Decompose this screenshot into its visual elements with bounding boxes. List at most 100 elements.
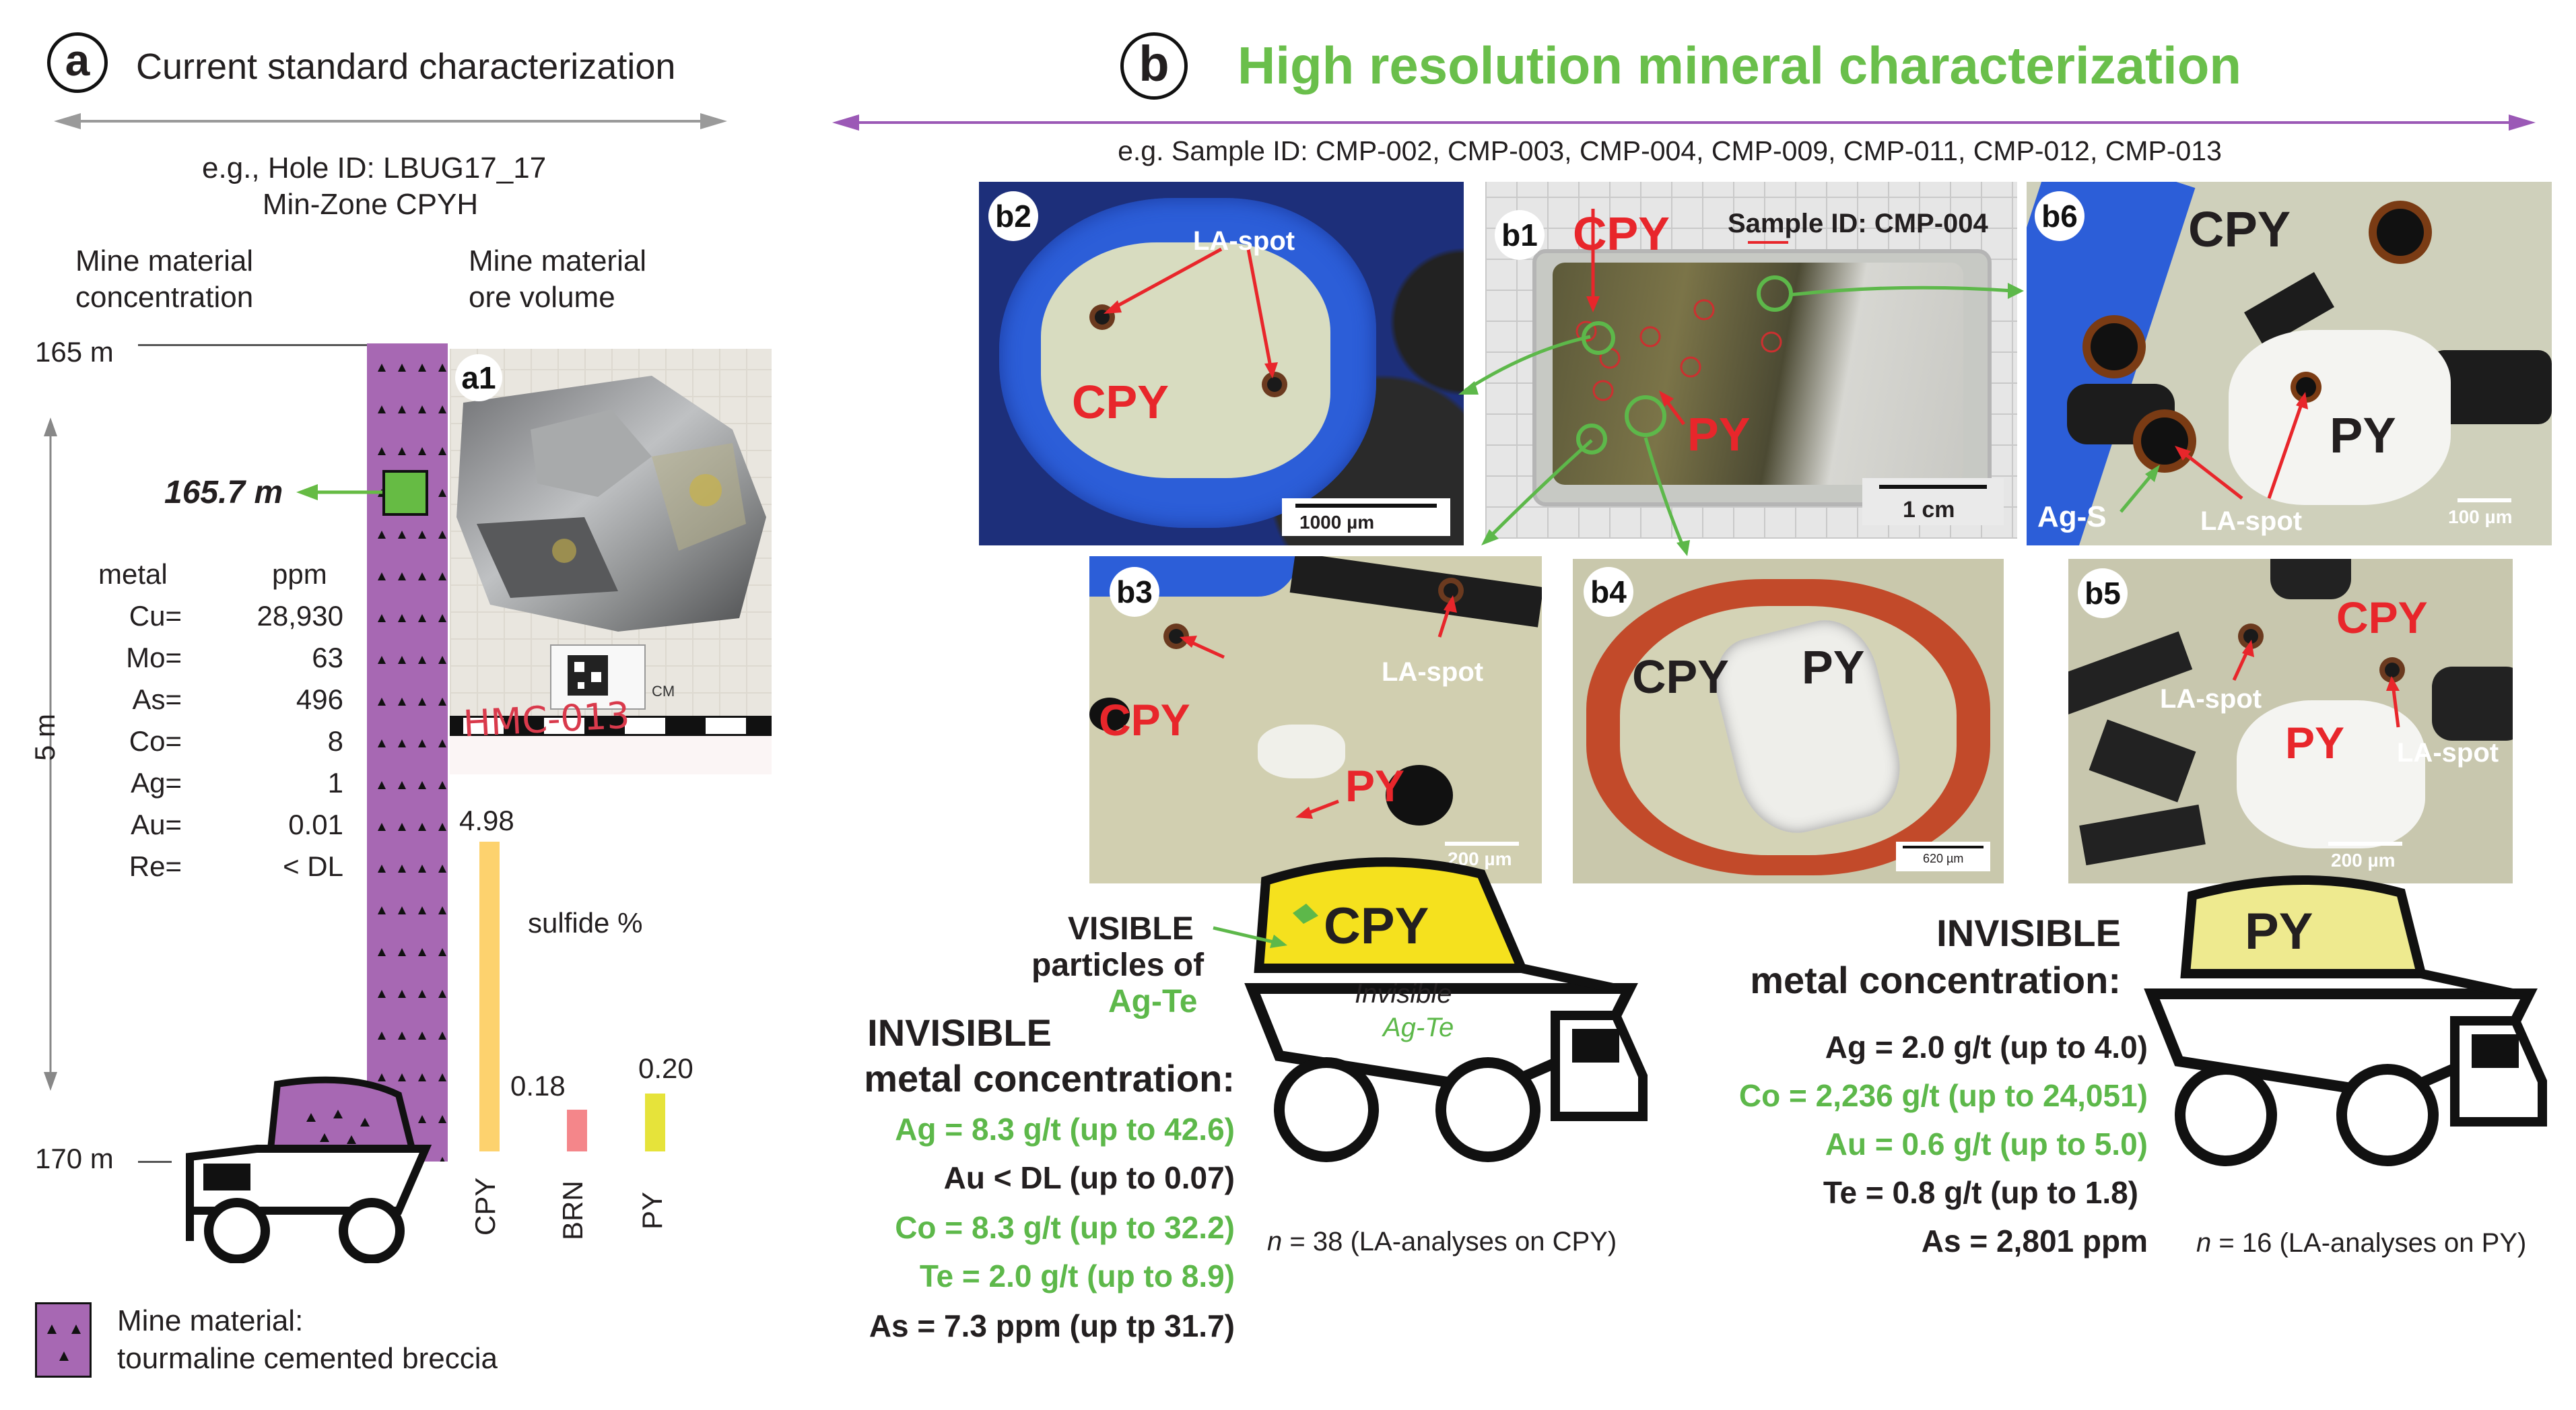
b3-cpy: CPY (1099, 695, 1190, 745)
photo-b5: b5 LA-spot LA-spot CPY PY 200 µm (2068, 559, 2513, 883)
truck-py-icon (2144, 875, 2547, 1166)
b5-py-grain (2237, 700, 2425, 848)
min-zone: Min-Zone CPYH (262, 188, 479, 221)
b5-spot (2243, 629, 2258, 644)
depth-top-line (138, 344, 367, 346)
b6-pit (2377, 209, 2424, 256)
interval-arrow (44, 417, 57, 1091)
sulfide-bar-cpy (479, 842, 500, 1151)
py-row: Au = 0.6 g/t (up to 5.0) (1825, 1127, 2148, 1162)
photo-b3: b3 LA-spot CPY PY 200 µm (1089, 556, 1542, 883)
metal-name: Re= (129, 850, 182, 882)
b6-label: b6 (2035, 191, 2084, 241)
b5-pointers (2232, 640, 2400, 728)
sample-arrow (296, 484, 382, 500)
b5-dark-3 (2432, 667, 2513, 741)
py-truck-load: PY (2245, 903, 2313, 960)
b3-py: PY (1345, 761, 1405, 811)
panel-a-double-arrow (54, 113, 727, 129)
panel-b-title: High resolution mineral characterization (1238, 36, 2241, 95)
rock-core (450, 376, 772, 774)
b6-py-grain (2229, 330, 2451, 505)
photo-cm: CM (652, 683, 675, 700)
metal-name: Co= (129, 725, 182, 757)
b1-marks (1575, 209, 2004, 525)
metal-value: 8 (327, 725, 343, 757)
py-row: Te = 0.8 g/t (up to 1.8) (1823, 1175, 2138, 1210)
b3-spot (1169, 629, 1184, 644)
cpy-n-italic: n (1267, 1227, 1283, 1256)
py-heading2: metal concentration: (1750, 959, 2121, 1001)
b4-scale-bar (1903, 846, 1984, 848)
cpy-n-text: = 38 (LA-analyses on CPY) (1282, 1227, 1617, 1256)
b5-label: b5 (2078, 568, 2128, 618)
b5-scale-bar (2328, 842, 2402, 846)
sulfide-bar-value: 0.18 (510, 1070, 566, 1102)
panel-b-letter: b (1139, 35, 1170, 92)
sample-marker (382, 470, 428, 516)
b6-dark-2 (2431, 350, 2552, 424)
b3-pointers (1180, 595, 1457, 819)
col2-header-line2: ore volume (469, 281, 615, 314)
b3-dark-c (1089, 698, 1130, 731)
cpy-row: Au < DL (up to 0.07) (943, 1160, 1235, 1195)
metal-name: Mo= (126, 642, 182, 673)
b2-spot-label: LA-spot (1193, 226, 1295, 256)
b2-scale: 1000 µm (1299, 512, 1375, 533)
b5-spot (2385, 663, 2400, 677)
cpy-n-label: n = 38 (LA-analyses on CPY) (1267, 1228, 1617, 1255)
b5-spot1: LA-spot (2160, 684, 2262, 714)
sulfide-bar-py (645, 1094, 665, 1151)
panel-b-double-arrow (832, 114, 2536, 131)
sulfide-label: sulfide % (528, 907, 643, 939)
b3-dark-b (1386, 765, 1453, 826)
py-heading1: INVISIBLE (1936, 912, 2121, 954)
panel-b-badge: b (1120, 32, 1188, 100)
b6-pit (2091, 323, 2138, 370)
cpy-truck-load: CPY (1324, 898, 1429, 955)
b1-sample: Sample ID: CMP-004 (1728, 209, 1988, 238)
visible-line3: Ag-Te (1108, 984, 1198, 1019)
sulfide-bar-brn (567, 1110, 587, 1151)
cpy-heading1: INVISIBLE (867, 1011, 1052, 1054)
b1-scale: 1 cm (1903, 497, 1955, 523)
metal-name: Au= (131, 809, 182, 840)
b2-label: b2 (988, 191, 1038, 241)
cpy-truck-invisible1: Invisible (1355, 979, 1452, 1009)
b4-label: b4 (1584, 567, 1633, 617)
b6-pointers (2120, 392, 2308, 513)
panel-a-badge: a (47, 32, 108, 93)
py-n-text: = 16 (LA-analyses on PY) (2211, 1228, 2527, 1258)
col2-header-line1: Mine material (469, 244, 647, 277)
photo-b1: b1 CPY PY Sample ID: CMP-004 1 cm (1485, 182, 2017, 539)
col1-header-line2: concentration (75, 281, 254, 314)
cpy-heading2: metal concentration: (864, 1057, 1235, 1100)
b5-scale: 200 µm (2331, 850, 2396, 871)
metal-name: Ag= (131, 767, 182, 799)
b3-label: b3 (1110, 567, 1159, 617)
legend-line2: tourmaline cemented breccia (117, 1342, 498, 1375)
depth-top: 165 m (35, 336, 114, 368)
b2-scale-bar (1295, 504, 1437, 508)
b1-py: PY (1687, 408, 1751, 461)
sulfide-bar-value: 0.20 (638, 1052, 693, 1084)
b2-pointers (1104, 247, 1278, 378)
b2-grain (1041, 242, 1330, 478)
truck-small-icon (186, 1076, 432, 1263)
cpy-row: As = 7.3 ppm (up tp 31.7) (869, 1308, 1235, 1343)
cpy-row: Te = 2.0 g/t (up to 8.9) (919, 1258, 1235, 1294)
metal-value: 496 (296, 683, 343, 715)
b5-dark-4 (2270, 559, 2351, 599)
b1-label: b1 (1495, 210, 1545, 260)
metal-header: metal (98, 558, 168, 590)
b6-pit (2296, 377, 2316, 397)
b4-py: PY (1802, 641, 1865, 694)
py-n-italic: n (2196, 1228, 2212, 1258)
b6-cpy: CPY (2188, 201, 2291, 257)
cpy-row: Ag = 8.3 g/t (up to 42.6) (895, 1112, 1235, 1147)
py-row: Co = 2,236 g/t (up to 24,051) (1738, 1078, 2148, 1113)
panel-a-letter: a (65, 35, 90, 85)
b6-ags: Ag-S (2037, 500, 2107, 533)
